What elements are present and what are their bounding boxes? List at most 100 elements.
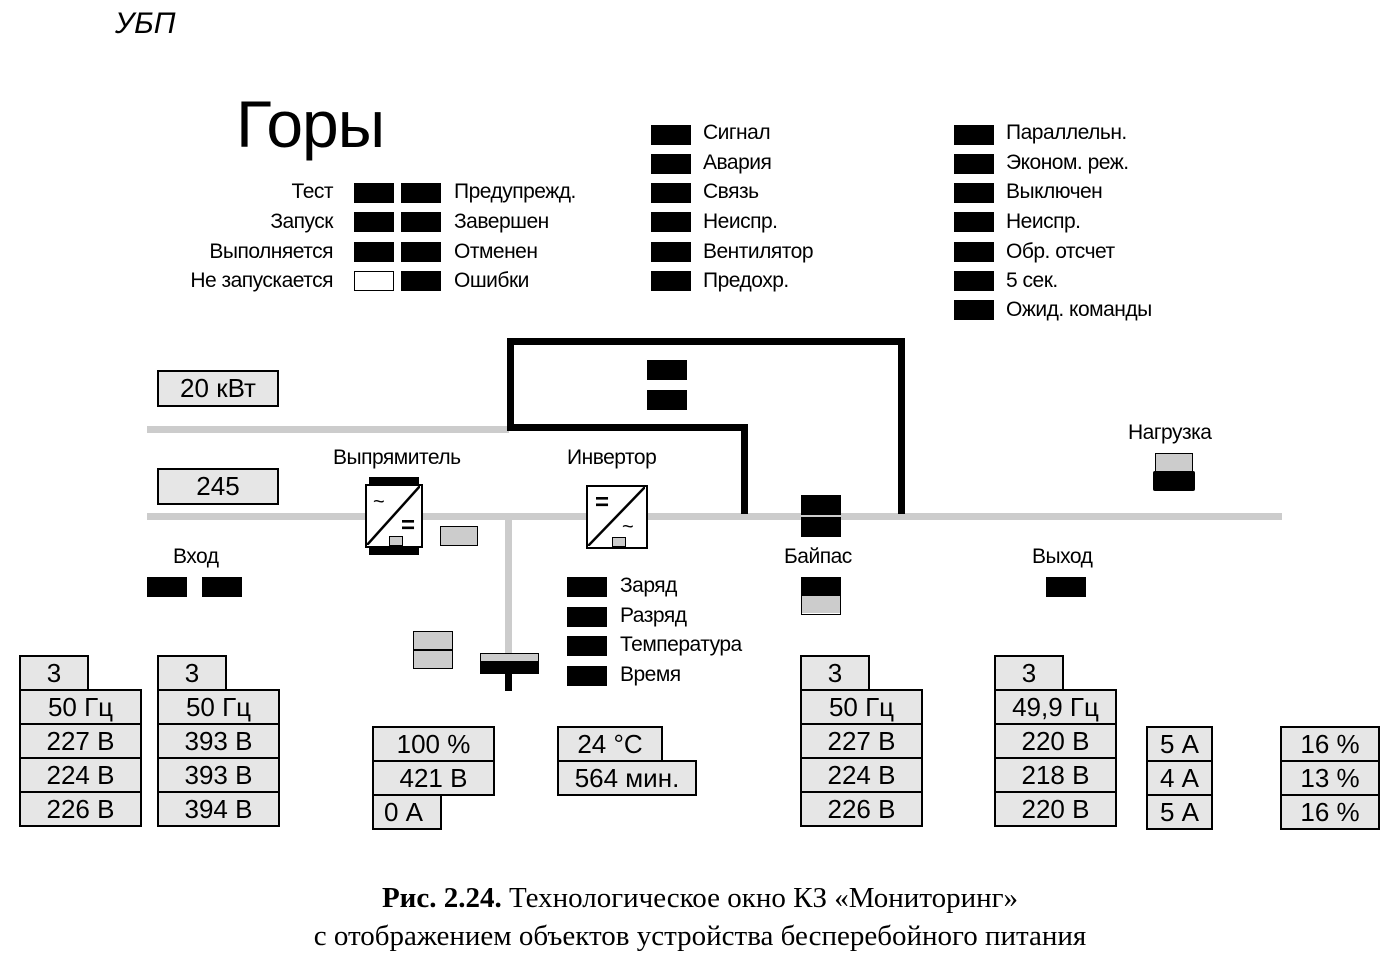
status-label-warning: Предупрежд. [454,180,576,203]
input-line-frequency: 50 Гц [157,689,280,725]
indicator-errors [401,271,441,291]
bypass-line-drop [741,424,748,514]
output-load-l2: 13 % [1280,760,1380,796]
power-readout: 20 кВт [157,370,279,407]
output-voltage-l1: 220 В [994,723,1117,759]
object-title: Горы [236,87,385,161]
indicator-input-2 [202,577,242,597]
bypass-label: Байпас [784,545,852,568]
bypass-line-mid [507,424,748,431]
indicator-test [354,183,394,203]
bypass-line-left [507,338,514,431]
status-label-running: Выполняется [209,240,333,263]
rectifier-icon[interactable]: ~ = [365,477,423,555]
indicator-bypass-top [801,495,841,515]
status-label-test: Тест [291,180,334,203]
input-line-values: 3 50 Гц 393 В 393 В 394 В [157,655,280,827]
input-line-voltage-l2: 393 В [157,757,280,793]
indicator-fan [651,242,691,262]
indicator-link [651,183,691,203]
figure-caption-line1: Рис. 2.24. Технологическое окно КЗ «Мони… [0,880,1400,916]
indicator-output [1046,577,1086,597]
output-voltage-l3: 220 В [994,791,1117,827]
indicator-time [567,666,607,686]
counter-readout: 245 [157,468,279,505]
status-label-start: Запуск [270,210,333,233]
inverter-dc-symbol: = [595,489,610,516]
rectifier-status-indicator [440,526,478,546]
input-line-voltage-l1: 393 В [157,723,280,759]
bypass-line-top [507,338,905,345]
indicator-parallel [954,125,994,145]
indicator-discharge [567,607,607,627]
load-label: Нагрузка [1128,421,1212,444]
battery-status-charge: Заряд [620,574,677,597]
figure-caption-line2: с отображением объектов устройства беспе… [313,920,1087,952]
inverter-icon[interactable]: = ~ [586,485,648,549]
battery-runtime: 564 мин. [557,760,697,796]
rectifier-label: Выпрямитель [333,446,461,469]
alarm-label-eco-mode: Эконом. реж. [1006,151,1129,174]
indicator-off [954,183,994,203]
indicator-cancelled [401,242,441,262]
input-label: Вход [173,545,219,568]
bypass-bus-line [147,426,509,433]
indicator-signal [651,125,691,145]
rectifier-dc-symbol: = [401,512,416,539]
rectifier-ac-symbol: ~ [373,491,385,513]
alarm-label-off: Выключен [1006,180,1103,203]
output-current-l1: 5 А [1146,726,1213,762]
indicator-input-1 [147,577,187,597]
indicator-not-starting [354,271,394,291]
inverter-label: Инвертор [567,446,657,469]
alarm-label-countdown: Обр. отсчет [1006,240,1115,263]
alarm-label-fault-2: Неиспр. [1006,210,1081,233]
status-label-completed: Завершен [454,210,549,233]
output-current-l3: 5 А [1146,794,1213,830]
bypass-frequency: 50 Гц [800,689,923,725]
indicator-start [354,212,394,232]
indicator-warning [401,183,441,203]
alarm-label-alarm: Авария [703,151,772,174]
indicator-alarm [651,154,691,174]
input-mains-frequency: 50 Гц [19,689,142,725]
output-load-l1: 16 % [1280,726,1380,762]
indicator-fuse [651,271,691,291]
status-label-not-starting: Не запускается [190,269,333,292]
input-mains-voltage-l3: 226 В [19,791,142,827]
bypass-phases: 3 [800,655,870,691]
battery-bus-line [505,516,512,660]
battery-charge-level: 100 % [372,726,495,762]
inverter-ac-symbol: ~ [622,516,634,538]
output-phases: 3 [994,655,1064,691]
indicator-5sec [954,271,994,291]
indicator-running [354,242,394,262]
indicator-bypass-bottom [801,517,841,537]
indicator-fault-2 [954,212,994,232]
output-currents: 5 А 4 А 5 А [1146,726,1213,830]
battery-values: 100 % 421 В 0 А [372,726,495,830]
input-mains-voltage-l1: 227 В [19,723,142,759]
indicator-bypass-switch-1 [647,360,687,380]
system-label: УБП [115,7,176,40]
input-mains-values: 3 50 Гц 227 В 224 В 226 В [19,655,142,827]
alarm-label-parallel: Параллельн. [1006,121,1127,144]
battery-status-time: Время [620,663,681,686]
output-current-l2: 4 А [1146,760,1213,796]
main-bus-line [147,513,1282,520]
status-label-cancelled: Отменен [454,240,538,263]
bypass-voltage-l2: 224 В [800,757,923,793]
alarm-label-fuse: Предохр. [703,269,789,292]
input-line-voltage-l3: 394 В [157,791,280,827]
battery-status-discharge: Разряд [620,604,687,627]
output-voltage-l2: 218 В [994,757,1117,793]
load-indicator [1153,453,1195,491]
alarm-label-5sec: 5 сек. [1006,269,1058,292]
indicator-eco-mode [954,154,994,174]
input-mains-phases: 3 [19,655,89,691]
battery-voltage: 421 В [372,760,495,796]
battery-terminal [505,672,512,691]
figure-caption-title: Технологическое окно КЗ «Мониторинг» [501,882,1019,914]
indicator-temperature [567,636,607,656]
indicator-countdown [954,242,994,262]
